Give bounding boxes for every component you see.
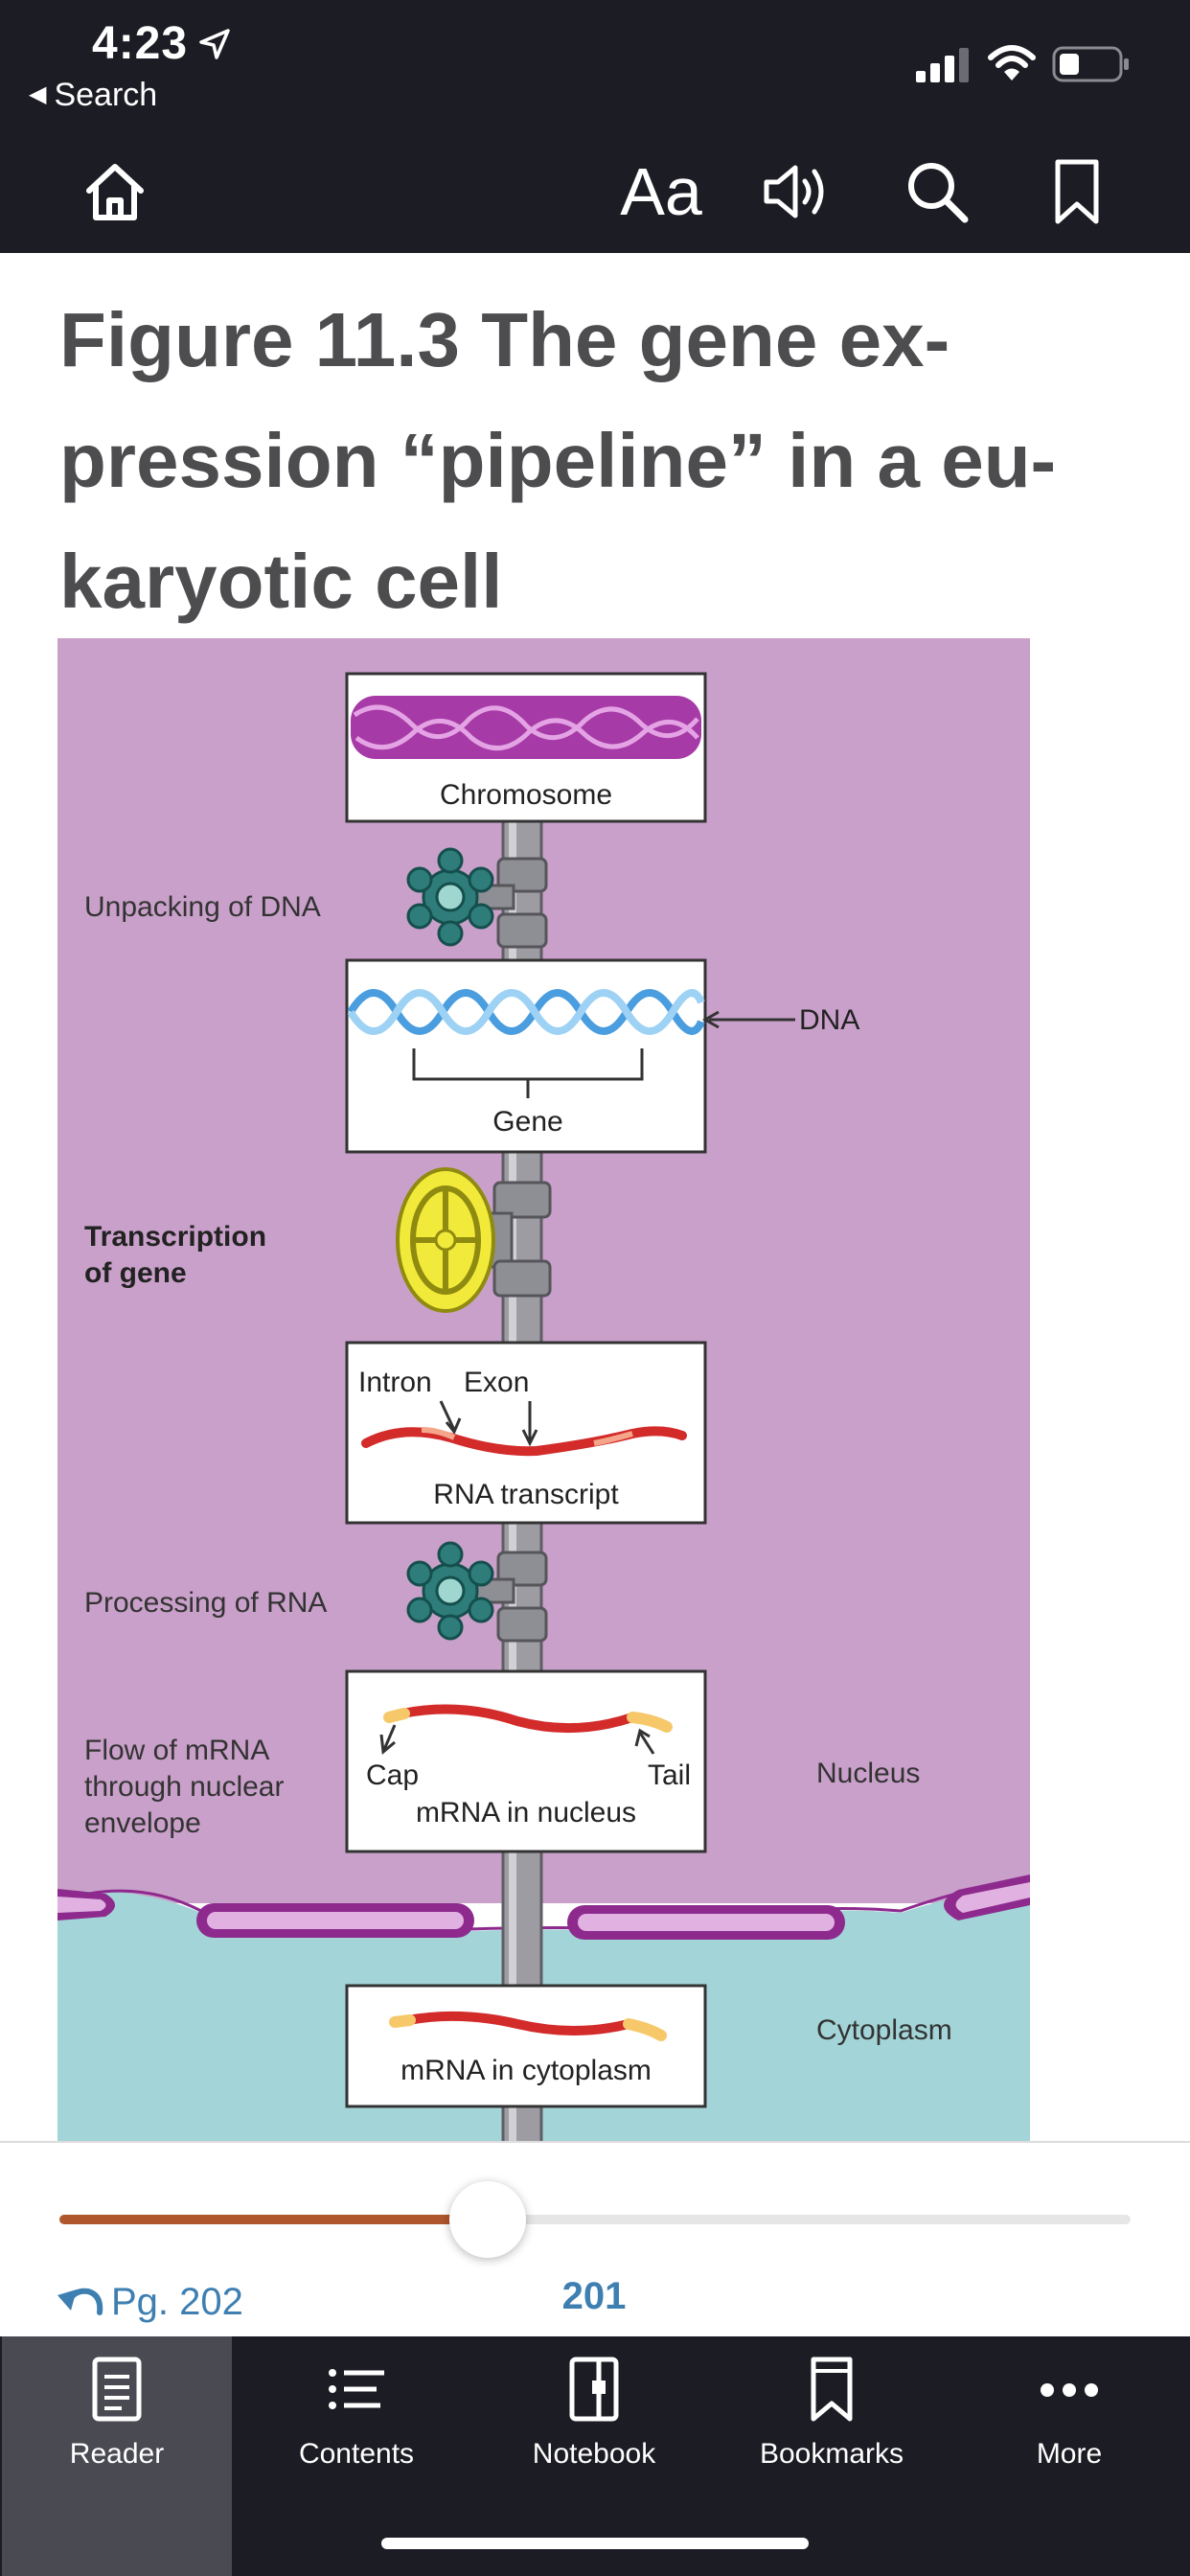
search-button[interactable] (899, 153, 975, 230)
battery-icon (1052, 46, 1129, 82)
content-divider (0, 2141, 1190, 2143)
back-to-search-link[interactable]: ◀ Search (29, 77, 157, 114)
tab-bar: Reader Contents Notebook Bookmarks More (0, 2336, 1190, 2576)
page-slider-fill (59, 2215, 488, 2224)
intron-label: Intron (358, 1367, 432, 1398)
tab-more[interactable]: More (954, 2336, 1184, 2576)
read-aloud-button[interactable] (759, 153, 835, 230)
more-dots-icon (1041, 2383, 1098, 2397)
gene-expression-figure[interactable]: Chromosome Gene DNA Intron Exon RNA tran… (57, 638, 1030, 2143)
status-time: 4:23 (92, 18, 189, 69)
tab-contents-label: Contents (298, 2438, 415, 2470)
reader-icon (92, 2357, 142, 2422)
processing-valve (406, 1541, 548, 1643)
dna-helix (347, 989, 705, 1035)
undo-arrow-icon (57, 2288, 103, 2315)
mrna-cytoplasm-box (345, 1984, 707, 2108)
current-page-number: 201 (561, 2275, 627, 2317)
nuclear-membrane-line (57, 1878, 1030, 1932)
step-processing-label: Processing of RNA (84, 1587, 327, 1619)
step-unpacking-label: Unpacking of DNA (84, 891, 321, 923)
list-icon (329, 2369, 384, 2409)
dna-arrow (701, 1010, 795, 1029)
dna-label: DNA (799, 1004, 859, 1036)
unpacking-valve (406, 847, 548, 949)
home-icon (86, 164, 144, 220)
tab-reader-label: Reader (69, 2438, 165, 2470)
notebook-icon (569, 2357, 619, 2422)
tab-notebook[interactable]: Notebook (479, 2336, 709, 2576)
mrna-nucleus-box (345, 1669, 707, 1853)
tab-more-label: More (1036, 2438, 1103, 2470)
location-arrow-icon (199, 29, 230, 59)
search-icon (908, 163, 969, 223)
font-settings-button[interactable]: Aa (620, 154, 702, 229)
tab-reader[interactable]: Reader (2, 2336, 232, 2576)
gene-bracket (412, 1048, 644, 1098)
mrna-cytoplasm-label: mRNA in cytoplasm (400, 2055, 652, 2086)
chromosome-icon (351, 696, 701, 759)
back-to-page-link[interactable]: Pg. 202 (56, 2273, 243, 2331)
bookmarks-icon (811, 2357, 853, 2422)
tab-notebook-label: Notebook (532, 2438, 656, 2470)
exon-label: Exon (464, 1367, 529, 1398)
step-transcription-label-1: Transcription (84, 1221, 266, 1253)
cap-label: Cap (366, 1760, 419, 1791)
back-page-label: Pg. 202 (111, 2280, 243, 2323)
step-transcription-label-2: of gene (84, 1257, 187, 1289)
step-flow-label-3: envelope (84, 1807, 201, 1839)
nuclear-envelope (57, 1874, 1030, 1940)
transcription-wheel (396, 1167, 552, 1313)
home-button[interactable] (80, 153, 149, 230)
top-bar: 4:23 ◀ Search Aa (0, 0, 1190, 253)
rna-transcript-strand (361, 1426, 687, 1457)
back-to-search-label: Search (54, 77, 158, 113)
speaker-icon (764, 165, 824, 218)
tab-bookmarks-label: Bookmarks (759, 2438, 904, 2470)
page-slider-thumb[interactable] (449, 2181, 526, 2258)
step-flow-label-1: Flow of mRNA (84, 1735, 269, 1766)
nucleus-label: Nucleus (816, 1758, 920, 1789)
cellular-signal-icon (916, 48, 969, 82)
figure-title: Figure 11.3 The gene ex-pression “pipeli… (59, 297, 1057, 624)
bookmark-icon (1055, 159, 1099, 224)
gene-label: Gene (492, 1106, 562, 1138)
mrna-nucleus-strand (398, 1704, 637, 1734)
page-slider-track[interactable] (59, 2215, 1131, 2224)
back-triangle-icon: ◀ (29, 81, 47, 107)
rna-transcript-label: RNA transcript (433, 1479, 619, 1510)
cytoplasm-label: Cytoplasm (816, 2014, 952, 2046)
chromosome-label: Chromosome (440, 779, 612, 811)
mrna-nucleus-label: mRNA in nucleus (416, 1797, 636, 1828)
home-indicator (381, 2538, 809, 2549)
tab-bookmarks[interactable]: Bookmarks (717, 2336, 947, 2576)
wifi-icon (988, 45, 1036, 80)
bookmark-button[interactable] (1039, 153, 1115, 230)
mrna-cytoplasm-strand (403, 2011, 633, 2036)
step-flow-label-2: through nuclear (84, 1771, 284, 1803)
tab-contents[interactable]: Contents (241, 2336, 471, 2576)
tail-label: Tail (648, 1760, 691, 1791)
